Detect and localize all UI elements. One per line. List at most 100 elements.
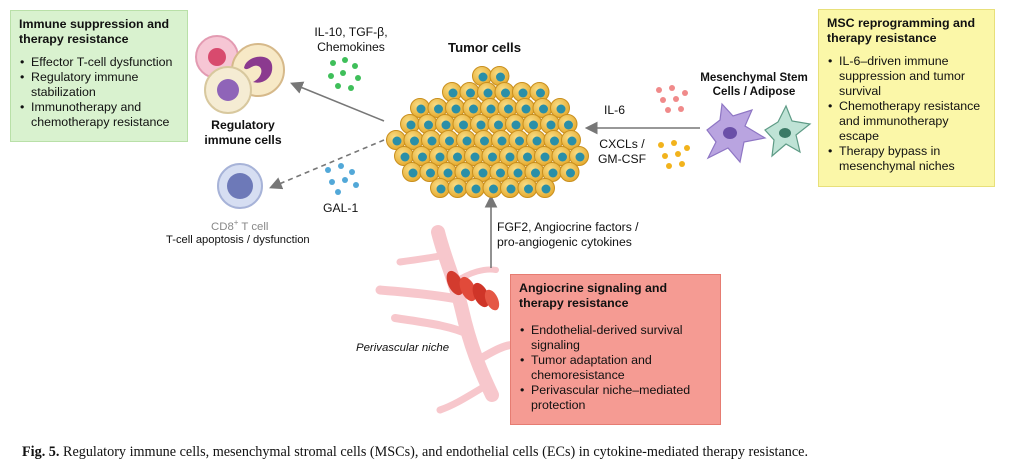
yellow-cytokine-dots xyxy=(658,140,690,169)
tumor-cell-nucleus xyxy=(480,136,489,146)
cxcl-label: CXCLs / GM-CSF xyxy=(590,137,654,167)
tumor-cell-nucleus xyxy=(518,88,528,98)
tumor-cell-nucleus xyxy=(532,136,542,146)
tumor-cell-nucleus xyxy=(418,152,427,162)
tumor-cell-nucleus xyxy=(523,152,532,162)
tumor-cells-label: Tumor cells xyxy=(448,40,522,55)
tumor-cell-nucleus xyxy=(392,136,402,146)
cd8-superscript: + xyxy=(233,218,239,227)
tumor-cell-nucleus xyxy=(443,168,453,178)
il6-label: IL-6 xyxy=(604,103,626,117)
msc-text-2: Cells / Adipose xyxy=(712,85,796,98)
tumor-cell-nucleus xyxy=(448,88,458,98)
tumor-cell-nucleus xyxy=(416,104,426,114)
tumor-cell-nucleus xyxy=(478,168,488,178)
cd8-text: CD8 xyxy=(211,220,234,233)
tumor-cell-nucleus xyxy=(470,152,480,162)
perivascular-niche-label: Perivascular niche xyxy=(356,342,450,354)
tumor-cell-nucleus xyxy=(504,104,513,114)
tumor-cell-nucleus xyxy=(506,184,516,194)
figure-caption: Fig. 5. Regulatory immune cells, mesench… xyxy=(22,444,997,461)
fgf-text-1: FGF2, Angiocrine factors / xyxy=(497,220,639,234)
tumor-cell-nucleus xyxy=(529,120,538,130)
list-item: Therapy bypass in mesenchymal niches xyxy=(828,144,986,174)
cxcl-text-1: CXCLs / xyxy=(599,137,645,151)
blue-cytokine-dots xyxy=(325,163,359,195)
msc-box-title: MSC reprogramming and therapy resistance xyxy=(827,16,976,45)
green-cytokine-dots xyxy=(328,57,361,91)
list-item: Tumor adaptation and chemoresistance xyxy=(520,353,712,383)
msc-box-list: IL-6–driven immune suppression and tumor… xyxy=(827,54,986,174)
list-item: Effector T-cell dysfunction xyxy=(20,55,179,70)
tumor-cell-nucleus xyxy=(445,136,454,146)
tumor-cell-nucleus xyxy=(496,168,505,178)
tumor-cell-nucleus xyxy=(408,168,418,178)
list-item: Endothelial-derived survival signaling xyxy=(520,323,712,353)
tumor-cell-nucleus xyxy=(427,136,437,146)
signal-arrows xyxy=(269,81,700,268)
il10-text: IL-10, TGF-β, xyxy=(314,25,388,39)
tumor-cell-nucleus xyxy=(575,152,585,162)
msc-text-1: Mesenchymal Stem xyxy=(700,71,808,84)
tumor-cell-nucleus xyxy=(548,168,558,178)
angiocrine-factors-label: FGF2, Angiocrine factors / pro-angiogeni… xyxy=(497,220,639,250)
fgf-text-2: pro-angiogenic cytokines xyxy=(497,235,632,249)
tumor-cell-nucleus xyxy=(476,120,486,130)
tumor-cell-nucleus xyxy=(469,104,478,114)
list-item: IL-6–driven immune suppression and tumor… xyxy=(828,54,986,99)
tumor-cell-nucleus xyxy=(441,120,451,130)
tumor-cell-nucleus xyxy=(436,184,446,194)
arrow-to-regulatory-cells xyxy=(290,81,385,122)
tcell-apoptosis-label: T-cell apoptosis / dysfunction xyxy=(166,234,310,246)
tumor-cell-nucleus xyxy=(461,168,470,178)
cxcl-text-2: GM-CSF xyxy=(597,152,647,166)
list-item: Chemotherapy resistance and immunotherap… xyxy=(828,99,986,144)
angio-box-list: Endothelial-derived survival signaling T… xyxy=(519,323,712,413)
tumor-cell-nucleus xyxy=(564,120,573,130)
cd8-tail-text: T cell xyxy=(238,220,269,233)
tumor-cell-nucleus xyxy=(541,184,551,194)
tumor-cell-nucleus xyxy=(494,120,503,130)
tumor-cell-nucleus xyxy=(434,104,443,114)
tumor-cell-nucleus xyxy=(489,184,498,194)
arrow-to-cd8-tcell xyxy=(269,139,385,190)
tumor-cell-nucleus xyxy=(524,184,533,194)
msc-label: Mesenchymal Stem Cells / Adipose xyxy=(692,71,816,99)
tumor-cell-nucleus xyxy=(531,168,540,178)
tumor-cell-nucleus xyxy=(567,136,577,146)
cytokine-label-il10: IL-10, TGF-β, Chemokines xyxy=(306,25,396,55)
tumor-cell-nucleus xyxy=(410,136,419,146)
immune-suppression-box: Immune suppression and therapy resistanc… xyxy=(10,10,188,142)
regulatory-text-1: Regulatory xyxy=(211,118,275,132)
tumor-cell-nucleus xyxy=(400,152,410,162)
tumor-cell-nucleus xyxy=(488,152,497,162)
red-blood-cells xyxy=(446,270,500,311)
chemokines-text: Chemokines xyxy=(317,40,385,54)
tumor-cell-nucleus xyxy=(515,136,524,146)
tumor-cell-nucleus xyxy=(454,184,463,194)
tumor-cell-cluster xyxy=(386,66,589,198)
tumor-cell-nucleus xyxy=(505,152,515,162)
list-item: Perivascular niche–mediated protection xyxy=(520,383,712,413)
tumor-cell-nucleus xyxy=(426,168,435,178)
immune-box-title: Immune suppression and therapy resistanc… xyxy=(19,17,170,46)
tumor-cell-nucleus xyxy=(453,152,462,162)
msc-reprogramming-box: MSC reprogramming and therapy resistance… xyxy=(818,9,995,187)
tumor-cell-nucleus xyxy=(466,88,475,98)
tumor-cell-nucleus xyxy=(486,104,496,114)
tumor-cell-nucleus xyxy=(496,72,505,82)
tumor-cell-nucleus xyxy=(566,168,575,178)
immune-box-list: Effector T-cell dysfunction Regulatory i… xyxy=(19,55,179,130)
regulatory-text-2: immune cells xyxy=(204,133,282,147)
tumor-cell-nucleus xyxy=(459,120,468,130)
tumor-cell-nucleus xyxy=(511,120,521,130)
angio-box-title: Angiocrine signaling and therapy resista… xyxy=(519,281,668,310)
pink-cytokine-dots xyxy=(656,85,688,113)
list-item: Immunotherapy and chemotherapy resistanc… xyxy=(20,100,179,130)
caption-prefix: Fig. 5. xyxy=(22,444,60,460)
tumor-cell-nucleus xyxy=(451,104,461,114)
tumor-cell-nucleus xyxy=(406,120,416,130)
list-item: Regulatory immune stabilization xyxy=(20,70,179,100)
gal1-label: GAL-1 xyxy=(323,201,359,215)
